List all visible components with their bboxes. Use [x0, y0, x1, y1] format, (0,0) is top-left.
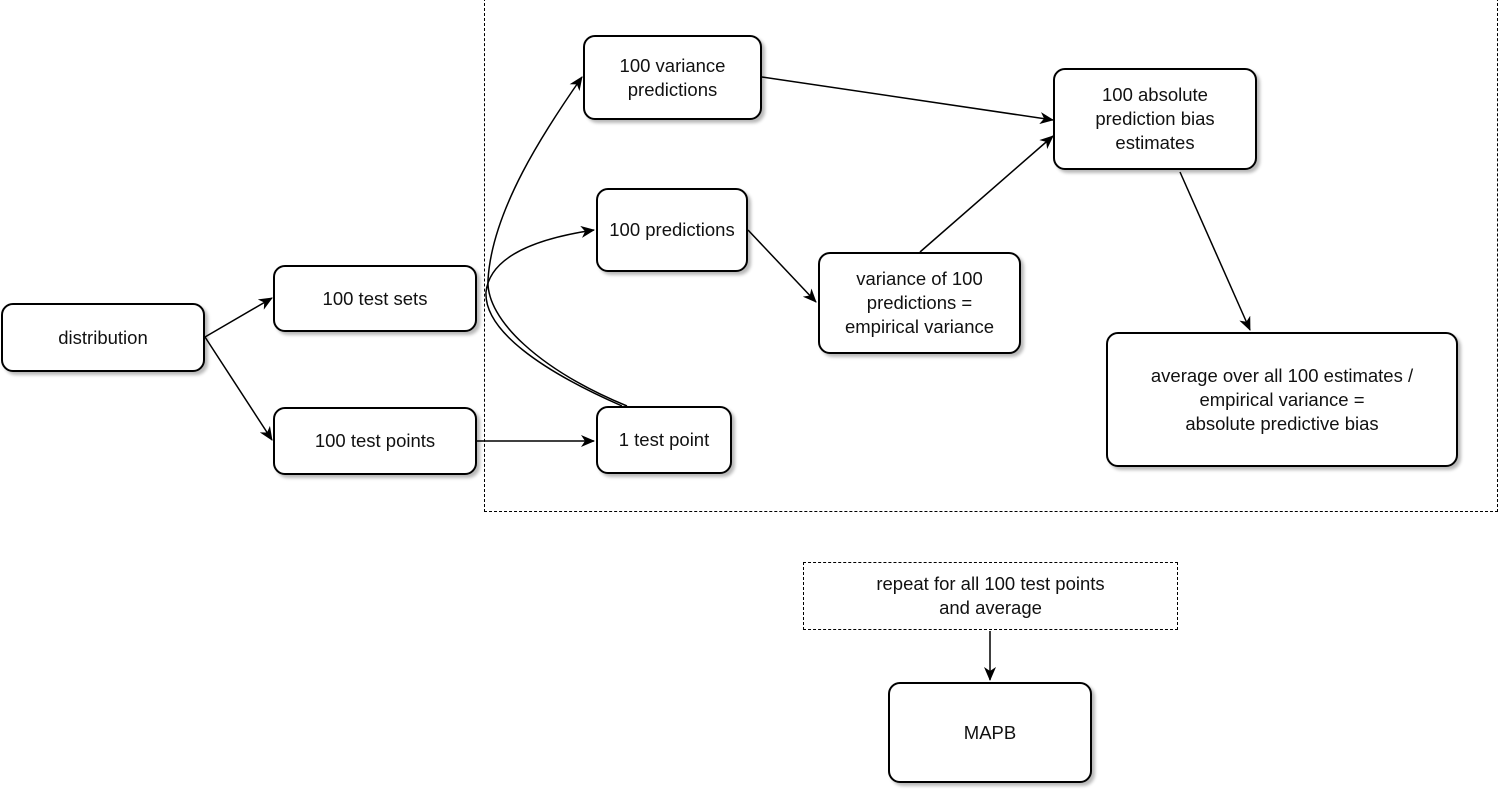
one-test-point-label: 1 test point — [618, 429, 710, 450]
distribution-label: distribution — [58, 326, 148, 348]
variance-predictions-node: 100 variance predictions — [583, 35, 762, 120]
test-points-label: 100 test points — [314, 430, 436, 451]
test-sets-label: 100 test sets — [322, 287, 428, 309]
mapb-node: MAPB — [888, 682, 1092, 783]
edge-distribution-to-test-sets — [204, 297, 273, 338]
mapb-label: MAPB — [963, 721, 1017, 743]
average-node: average over all 100 estimates / empiric… — [1106, 332, 1458, 467]
variance-predictions-label: 100 variance predictions — [619, 54, 726, 100]
edge-variance-of-predictions-to-bias-estimates — [919, 135, 1054, 253]
edge-one-test-point-to-predictions — [485, 225, 623, 407]
average-label: average over all 100 estimates / empiric… — [1150, 364, 1414, 434]
bias-estimates-node: 100 absolute prediction bias estimates — [1053, 68, 1257, 170]
repeat-note-label: repeat for all 100 test points and avera… — [876, 573, 1105, 618]
edge-predictions-to-variance-of-predictions — [747, 229, 817, 303]
repeat-note-node: repeat for all 100 test points and avera… — [803, 562, 1178, 630]
predictions-node: 100 predictions — [596, 188, 748, 272]
edge-bias-estimates-to-average — [1179, 171, 1251, 331]
one-test-point-node: 1 test point — [596, 406, 732, 474]
bias-estimates-label: 100 absolute prediction bias estimates — [1095, 84, 1215, 153]
distribution-node: distribution — [1, 303, 205, 372]
predictions-label: 100 predictions — [609, 219, 735, 240]
edge-variance-predictions-to-bias-estimates — [761, 76, 1054, 125]
test-sets-node: 100 test sets — [273, 265, 477, 332]
variance-of-predictions-label: variance of 100 predictions = empirical … — [844, 268, 995, 337]
edge-distribution-to-test-points — [204, 336, 273, 441]
per-test-point-group-frame — [484, 0, 1498, 512]
edge-one-test-point-to-variance-predictions — [487, 76, 628, 407]
test-points-node: 100 test points — [273, 407, 477, 475]
variance-of-predictions-node: variance of 100 predictions = empirical … — [818, 252, 1021, 354]
